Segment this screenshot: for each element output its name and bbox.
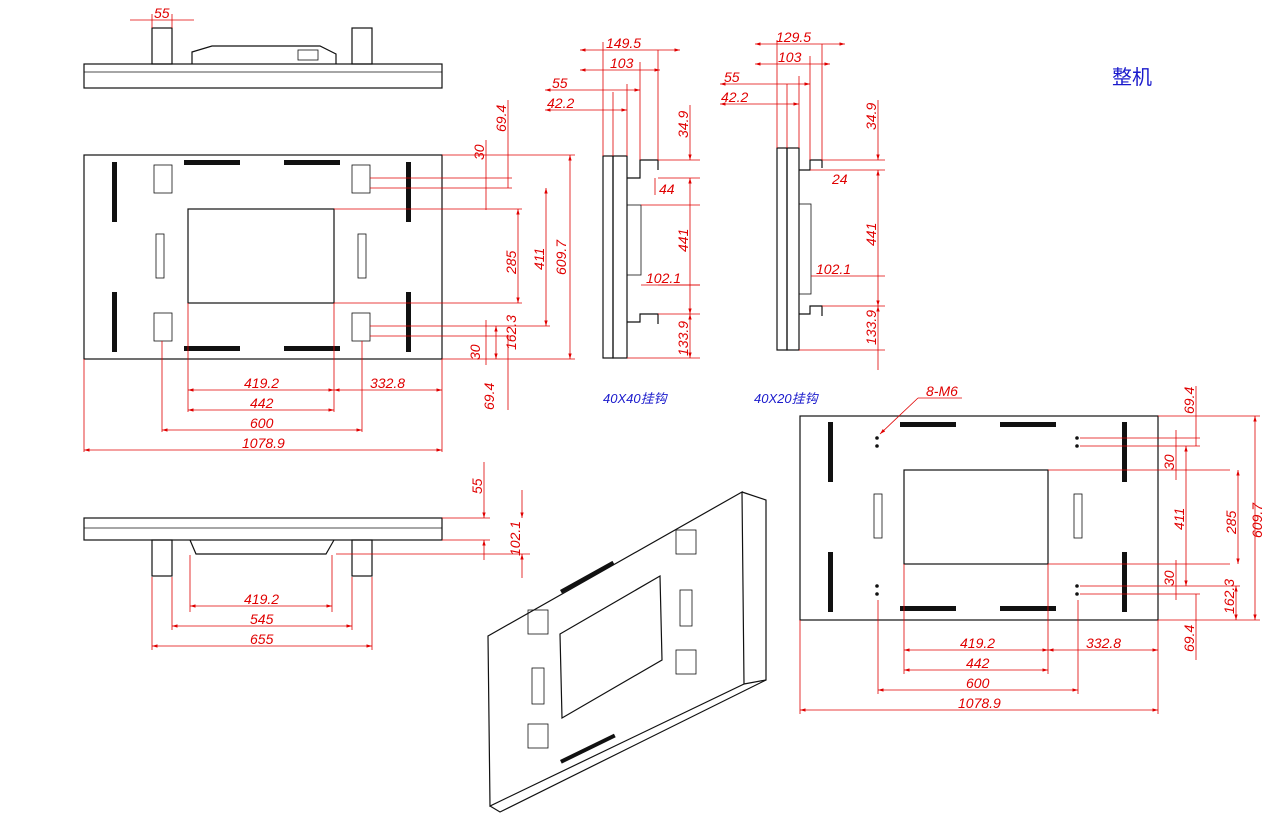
dim-front-v69-4b: 69.4 xyxy=(481,383,497,410)
dim-front-v285: 285 xyxy=(503,250,519,275)
dim-4020-34-9: 34.9 xyxy=(863,103,879,130)
dim-rear-v30a: 30 xyxy=(1161,454,1177,470)
dim-rear-v69-4b: 69.4 xyxy=(1181,625,1197,652)
dim-4020-42-2: 42.2 xyxy=(721,89,748,105)
dim-front-v162-3: 162.3 xyxy=(503,315,519,350)
dim-4020-133-9: 133.9 xyxy=(863,310,879,345)
dim-4040-44: 44 xyxy=(659,181,675,197)
dim-4020-103: 103 xyxy=(778,49,802,65)
dim-4020-55: 55 xyxy=(724,69,740,85)
dim-4020-441: 441 xyxy=(863,223,879,246)
dim-front-419-2: 419.2 xyxy=(244,375,279,391)
dim-front-442: 442 xyxy=(250,395,274,411)
hook-label-40x40: 40X40挂钩 xyxy=(603,391,669,406)
dim-bottom-55: 55 xyxy=(469,478,485,494)
dim-front-v411: 411 xyxy=(531,248,547,270)
dim-rear-8-m6: 8-M6 xyxy=(926,383,958,399)
dim-rear-v285: 285 xyxy=(1223,510,1239,535)
dim-rear-442: 442 xyxy=(966,655,990,671)
dim-rear-600: 600 xyxy=(966,675,990,691)
dim-4040-102-1: 102.1 xyxy=(646,270,681,286)
dim-4040-55: 55 xyxy=(552,75,568,91)
dim-rear-v162-3: 162.3 xyxy=(1221,579,1237,614)
dim-4040-149-5: 149.5 xyxy=(606,35,641,51)
dim-bottom-655: 655 xyxy=(250,631,274,647)
dim-top-55: 55 xyxy=(154,5,170,21)
dim-4040-34-9: 34.9 xyxy=(675,111,691,138)
dim-bottom-102-1: 102.1 xyxy=(507,521,523,556)
dim-bottom-419-2: 419.2 xyxy=(244,591,279,607)
dim-front-v30a: 30 xyxy=(471,144,487,160)
dim-4040-441: 441 xyxy=(675,229,691,252)
dim-front-v30b: 30 xyxy=(467,344,483,360)
hook-label-40x20: 40X20挂钩 xyxy=(754,391,820,406)
dim-front-v69-4a: 69.4 xyxy=(493,105,509,132)
side-view-40x20: 129.5 103 55 42.2 34.9 24 441 102.1 133.… xyxy=(720,29,885,370)
drawing-title: 整机 xyxy=(1112,66,1152,89)
dim-rear-v69-4a: 69.4 xyxy=(1181,387,1197,414)
dim-4040-133-9: 133.9 xyxy=(675,321,691,356)
dim-4020-24: 24 xyxy=(831,171,848,187)
top-view: 55 xyxy=(83,5,443,89)
rear-view: 8-M6 69.4 30 411 285 609.7 30 162.3 69.4… xyxy=(799,383,1265,714)
dim-front-v609-7: 609.7 xyxy=(553,239,569,275)
dim-front-332-8: 332.8 xyxy=(370,375,405,391)
front-view: 419.2 332.8 442 600 1078.9 30 69.4 285 4… xyxy=(83,100,575,452)
dim-4040-103: 103 xyxy=(610,55,634,71)
dim-rear-1078-9: 1078.9 xyxy=(958,695,1001,711)
dim-bottom-545: 545 xyxy=(250,611,274,627)
side-view-40x40: 149.5 103 55 42.2 34.9 44 441 102.1 133.… xyxy=(545,35,700,359)
dim-front-1078-9: 1078.9 xyxy=(242,435,285,451)
bottom-view: 55 102.1 419.2 545 655 xyxy=(83,462,530,650)
dim-rear-v609-7: 609.7 xyxy=(1249,502,1265,538)
isometric-view xyxy=(487,490,767,813)
dim-rear-419-2: 419.2 xyxy=(960,635,995,651)
dim-4040-42-2: 42.2 xyxy=(547,95,574,111)
dim-rear-v411: 411 xyxy=(1171,508,1187,530)
dim-front-600: 600 xyxy=(250,415,274,431)
dim-4020-129-5: 129.5 xyxy=(776,29,811,45)
dim-rear-v30b: 30 xyxy=(1161,570,1177,586)
dim-4020-102-1: 102.1 xyxy=(816,261,851,277)
dim-rear-332-8: 332.8 xyxy=(1086,635,1121,651)
